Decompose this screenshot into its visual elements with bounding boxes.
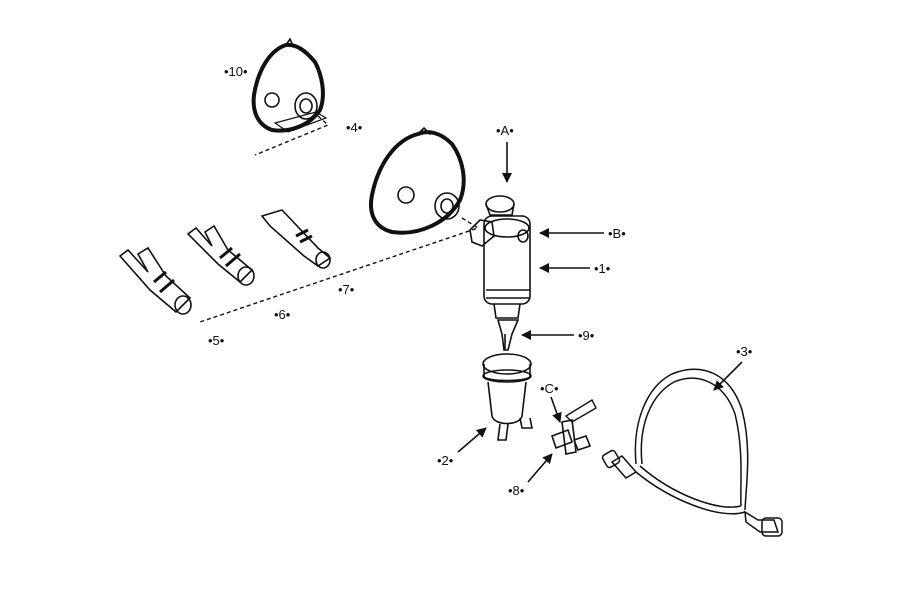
dashed-leader-lines: [199, 115, 480, 323]
arrow-3: [713, 361, 743, 391]
label-c: •C•: [540, 381, 559, 396]
label-9: •9•: [578, 328, 595, 343]
nebulizer-top-cap: [485, 195, 515, 216]
label-5: •5•: [208, 333, 225, 348]
arrow-2: [457, 427, 487, 453]
label-4: •4•: [346, 120, 363, 135]
t-connector: [550, 419, 592, 455]
large-face-mask: [369, 126, 466, 235]
arrow-8: [527, 453, 553, 483]
arrow-c: [550, 396, 562, 423]
y-adapter-large: [118, 246, 192, 315]
label-a: •A•: [496, 123, 514, 138]
label-8: •8•: [508, 483, 525, 498]
label-b: •B•: [608, 226, 626, 241]
tubing-tip: [564, 399, 597, 423]
small-face-mask: [251, 37, 328, 133]
nebulizer-cup: [482, 353, 533, 441]
baffle: [496, 319, 520, 351]
label-3: •3•: [736, 344, 753, 359]
label-1: •1•: [594, 261, 611, 276]
y-adapter-medium: [186, 224, 255, 286]
label-2: •2•: [437, 453, 454, 468]
coiled-oxygen-tubing: [601, 368, 783, 537]
label-6: •6•: [274, 307, 291, 322]
nebulizer-chamber: [469, 215, 531, 319]
mouthpiece-tube: [260, 209, 332, 269]
callout-arrows: [457, 142, 743, 483]
label-10: •10•: [224, 64, 248, 79]
label-7: •7•: [338, 282, 355, 297]
